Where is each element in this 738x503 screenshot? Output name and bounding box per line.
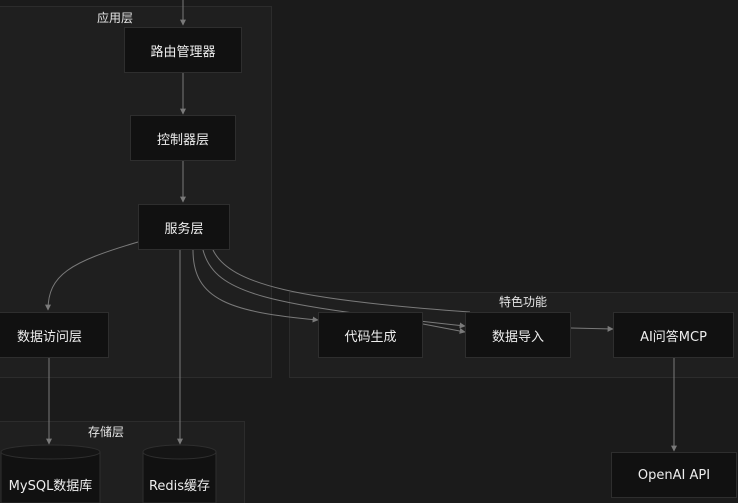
- redis-cylinder: [142, 444, 217, 503]
- node-codegen[interactable]: 代码生成: [318, 312, 423, 358]
- node-dao[interactable]: 数据访问层: [0, 312, 109, 358]
- edge-codegen-import: [422, 323, 466, 334]
- cluster-features-label: 特色功能: [499, 295, 548, 309]
- node-mysql-label[interactable]: MySQL数据库: [8, 479, 93, 494]
- cluster-app-label: 应用层: [97, 11, 134, 25]
- node-router[interactable]: 路由管理器: [124, 27, 242, 73]
- edge-import-ai: [570, 325, 614, 332]
- node-openai[interactable]: OpenAI API: [611, 452, 737, 498]
- mysql-cylinder: [0, 444, 101, 503]
- edge-service-codegen: [192, 249, 319, 323]
- cluster-storage-label: 存储层: [88, 425, 125, 439]
- edge-service-dao: [45, 241, 139, 311]
- node-ai-mcp[interactable]: AI问答MCP: [613, 312, 734, 358]
- node-import[interactable]: 数据导入: [465, 312, 571, 358]
- node-service[interactable]: 服务层: [138, 204, 230, 250]
- node-controller[interactable]: 控制器层: [130, 115, 236, 161]
- edge-service-ai: [212, 249, 471, 313]
- node-redis-label[interactable]: Redis缓存: [148, 479, 211, 494]
